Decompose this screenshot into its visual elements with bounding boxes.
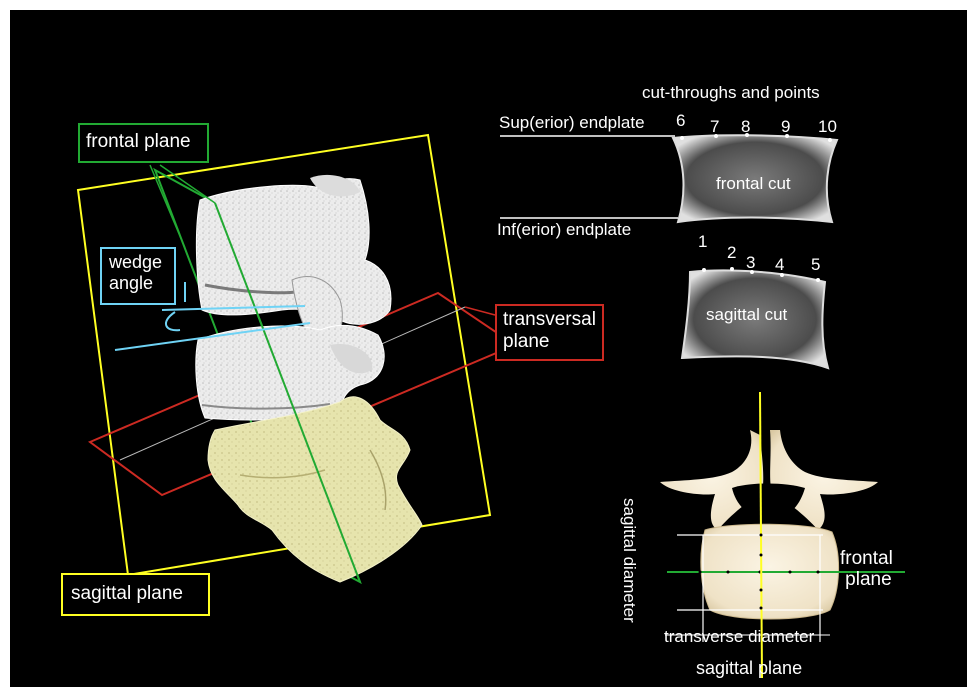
point-6: 6 xyxy=(676,112,685,131)
frontal-plane-right-line-1: frontal xyxy=(840,549,893,570)
superior-endplate-label: Sup(erior) endplate xyxy=(499,114,645,133)
upper-vertebra-render xyxy=(196,175,391,350)
figure-canvas: frontal plane wedge angle transversal pl… xyxy=(10,10,967,687)
point-9: 9 xyxy=(781,118,790,137)
point-3: 3 xyxy=(746,254,755,273)
sacrum-render xyxy=(208,397,422,582)
point-1: 1 xyxy=(698,233,707,252)
sagittal-cut-label: sagittal cut xyxy=(706,306,787,325)
inferior-endplate-label: Inf(erior) endplate xyxy=(497,221,631,240)
frontal-plane-label: frontal plane xyxy=(78,123,209,163)
frontal-plane-right-label: frontal plane xyxy=(840,549,893,591)
point-2: 2 xyxy=(727,244,736,263)
wedge-angle-line-2: angle xyxy=(109,273,174,294)
transversal-line-1: transversal xyxy=(503,309,602,331)
sagittal-plane-label: sagittal plane xyxy=(61,573,210,616)
transversal-plane-label: transversal plane xyxy=(495,304,604,361)
point-10: 10 xyxy=(818,118,837,137)
wedge-angle-label: wedge angle xyxy=(100,247,176,305)
point-5: 5 xyxy=(811,256,820,275)
sagittal-plane-bottom-label: sagittal plane xyxy=(696,659,802,679)
wedge-angle-line-1: wedge xyxy=(109,252,174,273)
transversal-line-2: plane xyxy=(503,331,602,353)
point-7: 7 xyxy=(710,118,719,137)
transverse-diameter-label: transverse diameter xyxy=(664,628,814,647)
sagittal-diameter-label: sagittal diameter xyxy=(619,498,638,623)
point-8: 8 xyxy=(741,118,750,137)
cut-throughs-title: cut-throughs and points xyxy=(642,84,820,103)
point-4: 4 xyxy=(775,256,784,275)
frontal-cut-label: frontal cut xyxy=(716,175,791,194)
frontal-plane-right-line-2: plane xyxy=(840,570,893,591)
